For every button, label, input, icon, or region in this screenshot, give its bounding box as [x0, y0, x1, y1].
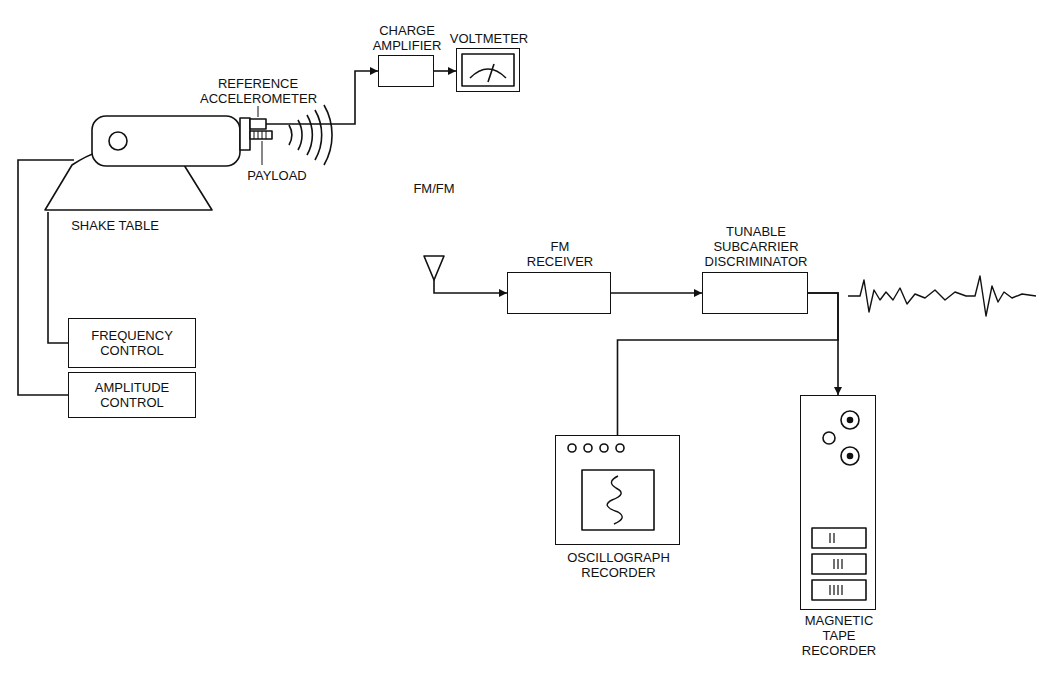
- box-heading: OSCILLOGRAPH RECORDER: [554, 550, 684, 580]
- part-label: PAYLOAD: [232, 168, 322, 183]
- signal-line: [618, 293, 839, 435]
- signal-line: [434, 280, 507, 293]
- control-knob: [568, 444, 576, 452]
- reel-hub: [848, 454, 853, 459]
- armature-plate: [240, 118, 250, 150]
- switch-marks: [830, 533, 842, 595]
- discriminator-box: TUNABLE SUBCARRIER DISCRIMINATOR: [702, 272, 808, 314]
- signal-line: [48, 212, 68, 343]
- reel-hub: [848, 418, 853, 423]
- control-box: AMPLITUDE CONTROL: [68, 372, 196, 418]
- receiver-box: FM RECEIVER: [507, 272, 611, 314]
- tape-head: [823, 432, 835, 444]
- meter-scale: [470, 69, 506, 78]
- signal-line: [611, 292, 702, 294]
- leader-line: [262, 141, 263, 165]
- box-heading: SHAKE TABLE: [60, 218, 170, 233]
- control-panel: [812, 528, 866, 548]
- leader-line: [258, 106, 259, 117]
- amplifier-box: CHARGE AMPLIFIER: [378, 55, 434, 87]
- antenna-symbol: [424, 256, 444, 280]
- tape-reel: [841, 447, 859, 465]
- box-heading: VOLTMETER: [444, 31, 534, 46]
- box-heading: FM RECEIVER: [518, 239, 602, 269]
- payload-hatching: [254, 131, 266, 139]
- shake-table-head: [92, 116, 240, 166]
- control-knob: [600, 444, 608, 452]
- tape-recorder-box: MAGNETIC TAPE RECORDER: [800, 395, 876, 610]
- accelerometer: [250, 119, 266, 129]
- meter-needle: [488, 64, 494, 82]
- control-knob: [584, 444, 592, 452]
- control-panel: [812, 580, 866, 600]
- shake-table: SHAKE TABLE: [40, 95, 302, 212]
- recorder-window: [582, 470, 654, 530]
- trace: [607, 476, 622, 524]
- box-heading: CHARGE AMPLIFIER: [365, 23, 449, 53]
- payload-block: [250, 131, 272, 139]
- part-label: REFERENCE ACCELEROMETER: [200, 76, 316, 106]
- box-label: FREQUENCY CONTROL: [69, 326, 195, 360]
- signal-waveform: [848, 276, 1036, 316]
- antenna: FM/FM: [424, 256, 444, 280]
- radio-waves: [289, 105, 332, 165]
- trunnion: [109, 132, 127, 150]
- signal-line: [808, 293, 838, 395]
- box-heading: FM/FM: [399, 181, 469, 196]
- accelerometer-cable-stub: [266, 123, 302, 125]
- meter-face: [462, 54, 514, 86]
- signal-line: [434, 70, 456, 72]
- signal-line: [18, 160, 68, 395]
- tape-reel: [841, 411, 859, 429]
- control-panel: [812, 554, 866, 574]
- control-knob: [616, 444, 624, 452]
- box-heading: TUNABLE SUBCARRIER DISCRIMINATOR: [693, 224, 819, 269]
- control-box: FREQUENCY CONTROL: [68, 318, 196, 368]
- box-heading: MAGNETIC TAPE RECORDER: [791, 613, 887, 658]
- voltmeter-box: VOLTMETER: [456, 48, 520, 92]
- box-label: AMPLITUDE CONTROL: [69, 378, 195, 412]
- control-cable-stub: [40, 159, 74, 161]
- oscillograph-box: OSCILLOGRAPH RECORDER: [555, 435, 680, 545]
